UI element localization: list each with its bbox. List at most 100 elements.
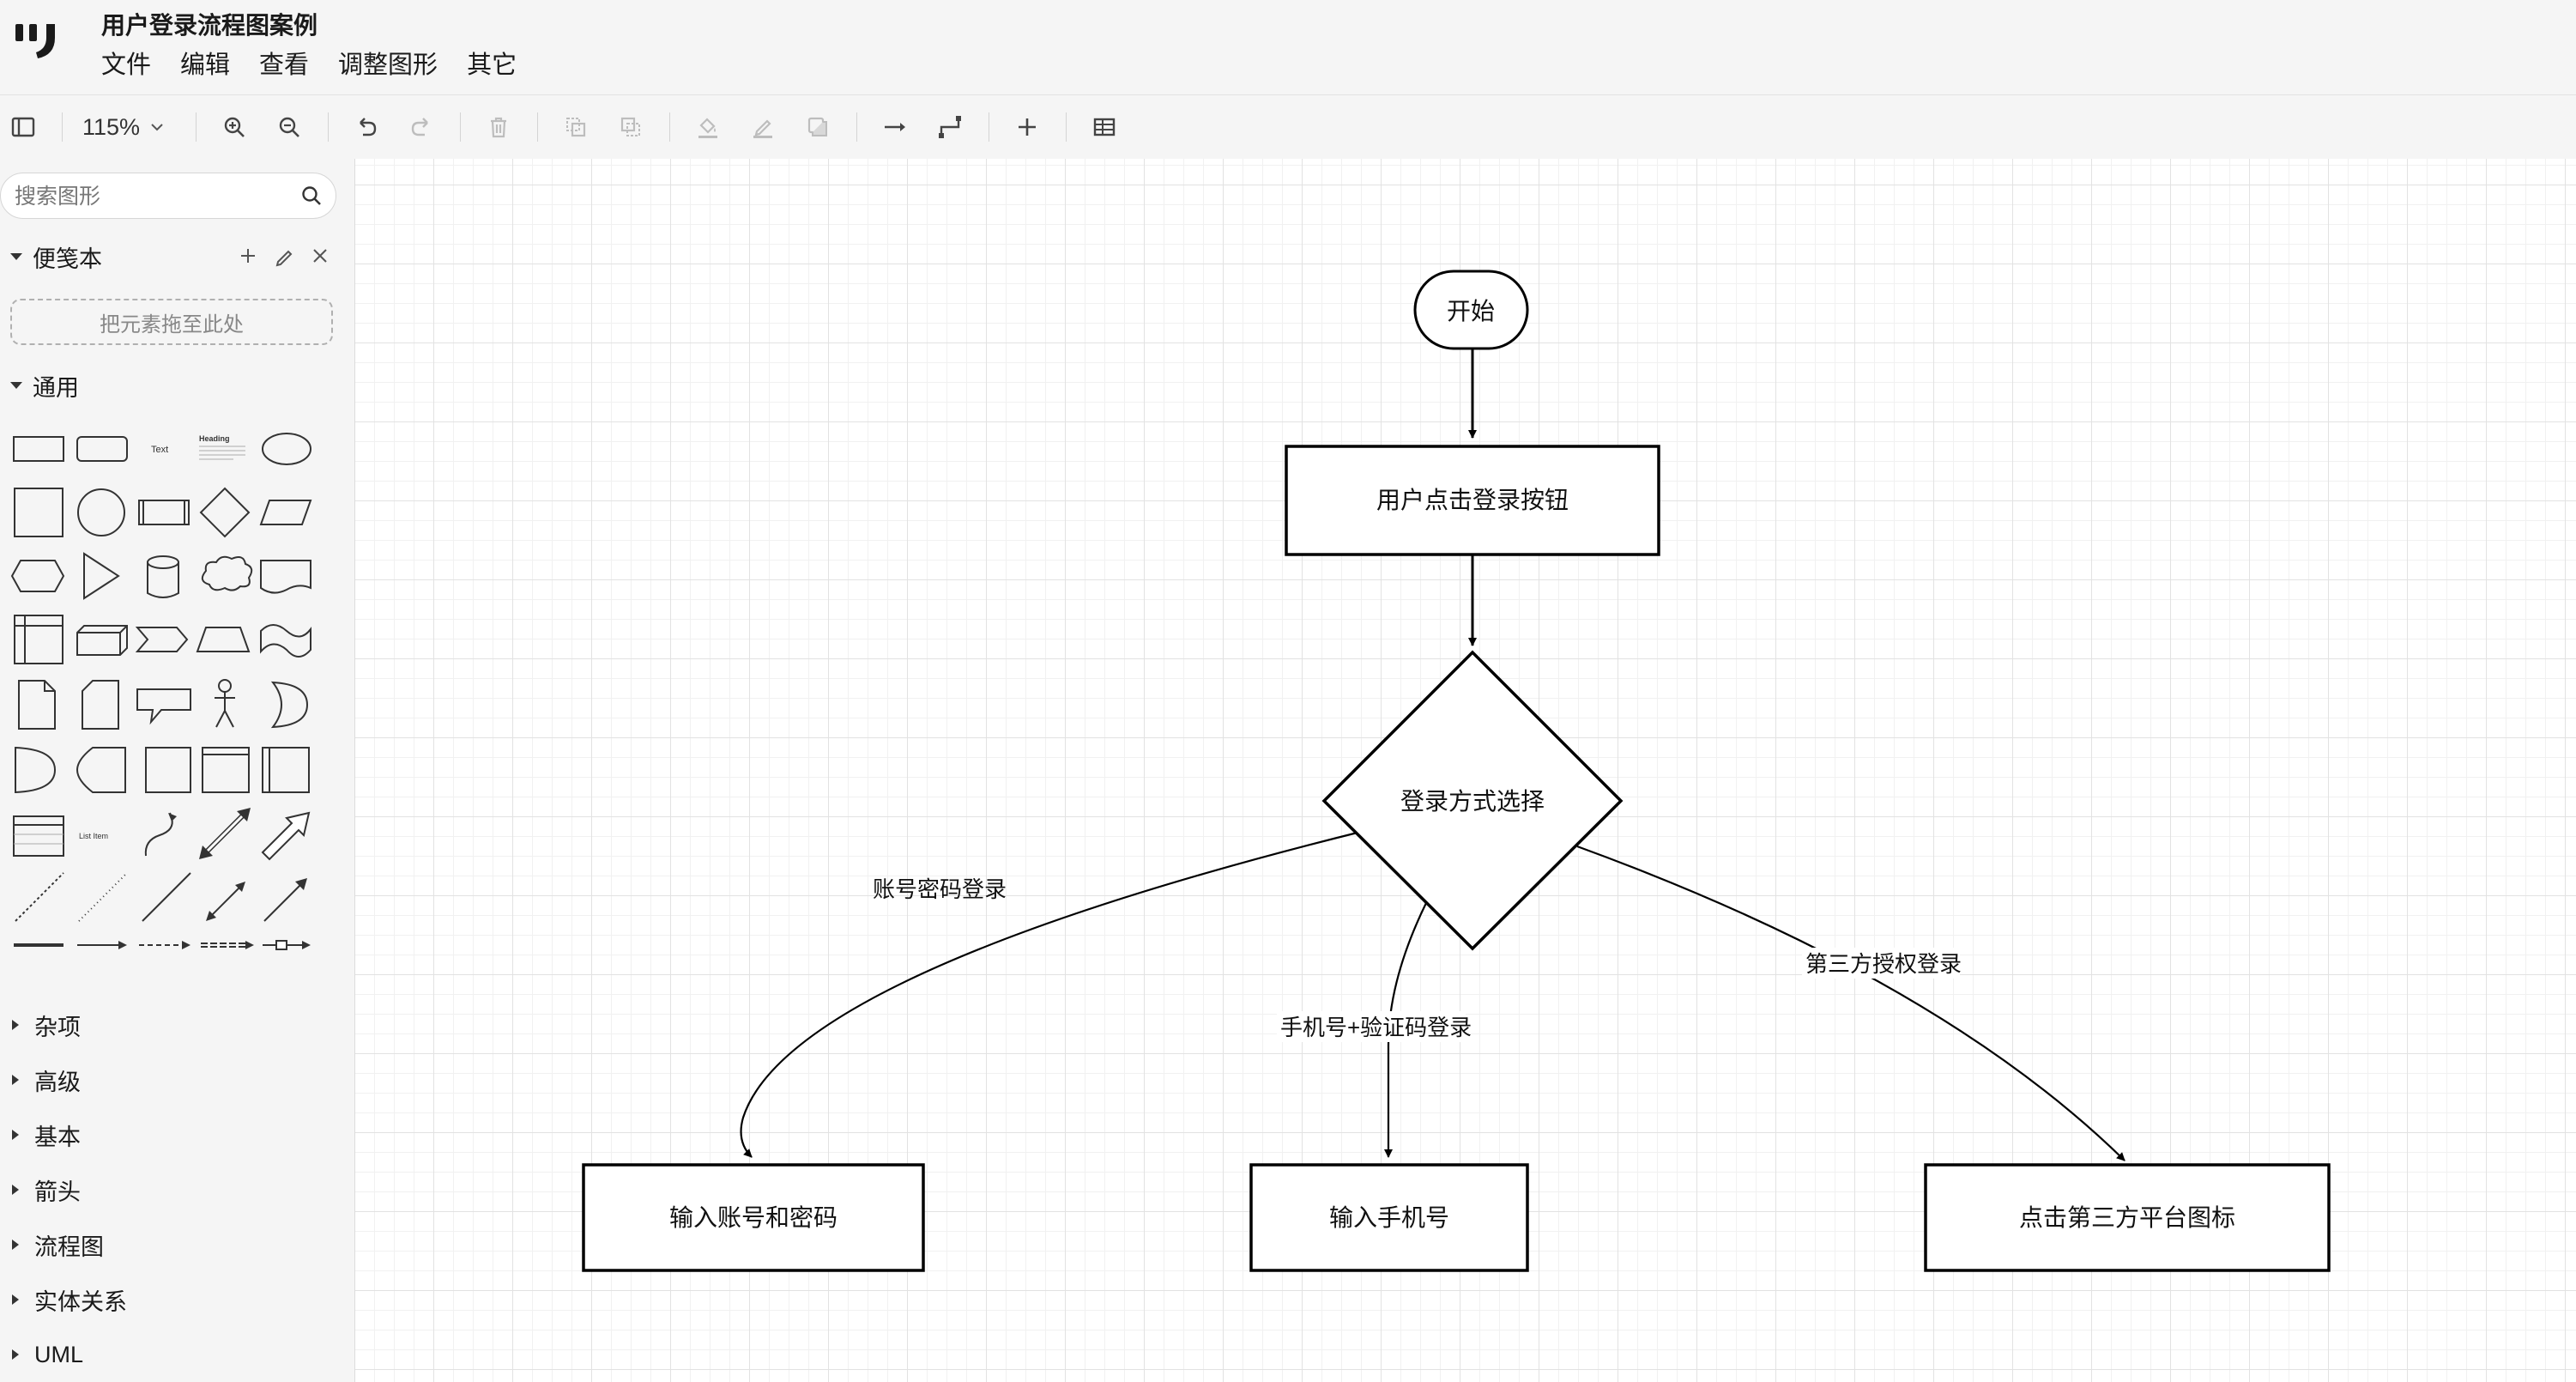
shape-square[interactable] — [14, 488, 63, 537]
shape-internal-storage[interactable] — [14, 615, 63, 664]
shape-process[interactable] — [138, 500, 190, 525]
shape-display[interactable] — [76, 747, 126, 793]
shape-document[interactable] — [260, 560, 311, 594]
edge-label-account[interactable]: 账号密码登录 — [873, 876, 1007, 902]
section-general[interactable]: 通用 — [9, 368, 79, 403]
shape-search-input[interactable] — [13, 180, 291, 213]
node-click-login-label: 用户点击登录按钮 — [1376, 487, 1569, 513]
menu-edit[interactable]: 编辑 — [180, 52, 231, 79]
app-logo-icon[interactable] — [12, 19, 60, 62]
menu-file[interactable]: 文件 — [101, 52, 152, 79]
shape-bidirectional-connector[interactable] — [206, 882, 245, 921]
delete-button[interactable] — [479, 107, 518, 147]
shape-double-link-arrow[interactable] — [201, 941, 254, 949]
menu-arrange[interactable]: 调整图形 — [338, 52, 438, 79]
edge-choose-to-third[interactable] — [1576, 845, 2126, 1161]
shape-list[interactable] — [13, 815, 64, 857]
section-arrows[interactable]: 箭头 — [9, 1173, 81, 1207]
edge-choose-to-phone[interactable] — [1384, 902, 1427, 1158]
shape-vertical-pool[interactable] — [262, 747, 310, 793]
shape-dotted-line[interactable] — [78, 872, 128, 922]
waypoints-button[interactable] — [930, 107, 970, 147]
connection-style-button[interactable] — [875, 107, 915, 147]
scratchpad-dropzone[interactable]: 把元素拖至此处 — [10, 299, 333, 345]
node-start[interactable]: 开始 — [1413, 270, 1529, 350]
shape-delay[interactable] — [15, 746, 57, 794]
section-flowchart[interactable]: 流程图 — [9, 1227, 104, 1262]
section-arrows-label: 箭头 — [34, 1179, 81, 1205]
search-icon[interactable] — [299, 184, 324, 208]
section-advanced[interactable]: 高级 — [9, 1063, 81, 1097]
section-entity-relation[interactable]: 实体关系 — [9, 1282, 127, 1317]
node-choose-method[interactable]: 登录方式选择 — [1321, 650, 1624, 951]
fill-color-button[interactable] — [688, 107, 728, 147]
shape-curve[interactable] — [144, 812, 173, 857]
node-phone[interactable]: 输入手机号 — [1249, 1163, 1529, 1272]
shape-link-arrow[interactable] — [77, 941, 127, 949]
node-account-password[interactable]: 输入账号和密码 — [582, 1163, 925, 1272]
document-title[interactable]: 用户登录流程图案例 — [101, 12, 318, 39]
edit-pencil-icon[interactable] — [273, 245, 295, 267]
shape-actor[interactable] — [215, 679, 235, 728]
section-uml[interactable]: UML — [9, 1337, 83, 1372]
shape-cube[interactable] — [76, 625, 128, 656]
node-click-login[interactable]: 用户点击登录按钮 — [1285, 445, 1660, 556]
zoom-value: 115% — [82, 113, 141, 140]
shape-line[interactable] — [142, 872, 191, 922]
sidebar-toggle-button[interactable] — [3, 107, 43, 147]
menu-bar: 文件 编辑 查看 调整图形 其它 — [101, 48, 546, 82]
shape-or[interactable] — [270, 681, 309, 729]
caret-right-icon — [12, 1130, 19, 1140]
insert-button[interactable] — [1007, 107, 1047, 147]
shape-cloud[interactable] — [201, 555, 253, 591]
menu-view[interactable]: 查看 — [259, 52, 310, 79]
shape-container[interactable] — [145, 747, 191, 793]
shape-block-arrow[interactable] — [261, 811, 311, 861]
undo-button[interactable] — [347, 107, 386, 147]
shape-tape[interactable] — [260, 624, 311, 658]
shape-card[interactable] — [82, 680, 119, 730]
node-third-party[interactable]: 点击第三方平台图标 — [1924, 1163, 2331, 1272]
node-third-party-label: 点击第三方平台图标 — [2019, 1204, 2235, 1231]
shape-rectangle[interactable] — [13, 436, 64, 462]
shape-trapezoid[interactable] — [196, 627, 251, 652]
redo-button[interactable] — [402, 107, 441, 147]
zoom-dropdown[interactable]: 115% — [82, 107, 166, 147]
shape-rounded-rectangle[interactable] — [76, 436, 128, 462]
line-color-button[interactable] — [743, 107, 783, 147]
section-basic[interactable]: 基本 — [9, 1118, 81, 1152]
shape-step[interactable] — [135, 627, 189, 652]
zoom-in-button[interactable] — [215, 107, 254, 147]
shape-circle[interactable] — [77, 488, 125, 536]
shape-text-label[interactable]: Text — [151, 445, 168, 455]
to-back-button[interactable] — [611, 107, 650, 147]
shape-note[interactable] — [18, 680, 56, 730]
shape-swimlane[interactable] — [202, 747, 250, 793]
section-misc[interactable]: 杂项 — [9, 1008, 81, 1042]
shape-hexagon[interactable] — [10, 560, 65, 592]
edge-label-third[interactable]: 第三方授权登录 — [1805, 951, 1962, 977]
plus-icon[interactable] — [237, 245, 259, 267]
menu-extras[interactable]: 其它 — [467, 52, 517, 79]
shape-dashed-link-arrow[interactable] — [139, 941, 190, 949]
shape-list-item[interactable]: List Item — [79, 832, 108, 840]
zoom-out-button[interactable] — [269, 107, 309, 147]
shape-ellipse[interactable] — [262, 433, 311, 465]
shape-labeled-link[interactable] — [263, 940, 311, 950]
to-front-button[interactable] — [556, 107, 596, 147]
shape-dashed-line[interactable] — [15, 872, 64, 922]
table-button[interactable] — [1085, 107, 1124, 147]
close-icon[interactable] — [309, 245, 331, 267]
edge-label-phone[interactable]: 手机号+验证码登录 — [1280, 1015, 1472, 1040]
section-scratchpad[interactable]: 便笺本 — [9, 239, 102, 274]
shape-parallelogram[interactable] — [259, 500, 312, 525]
shape-triangle[interactable] — [83, 552, 120, 600]
shadow-button[interactable] — [798, 107, 838, 147]
shape-directional-connector[interactable] — [263, 878, 307, 922]
edge-choose-to-account[interactable] — [740, 831, 1358, 1158]
shape-callout[interactable] — [136, 688, 191, 725]
shape-diamond[interactable] — [199, 487, 251, 538]
shape-cylinder[interactable] — [147, 555, 179, 598]
shape-bidirectional-arrow[interactable] — [199, 808, 251, 859]
shape-textbox[interactable]: Heading — [199, 434, 245, 460]
